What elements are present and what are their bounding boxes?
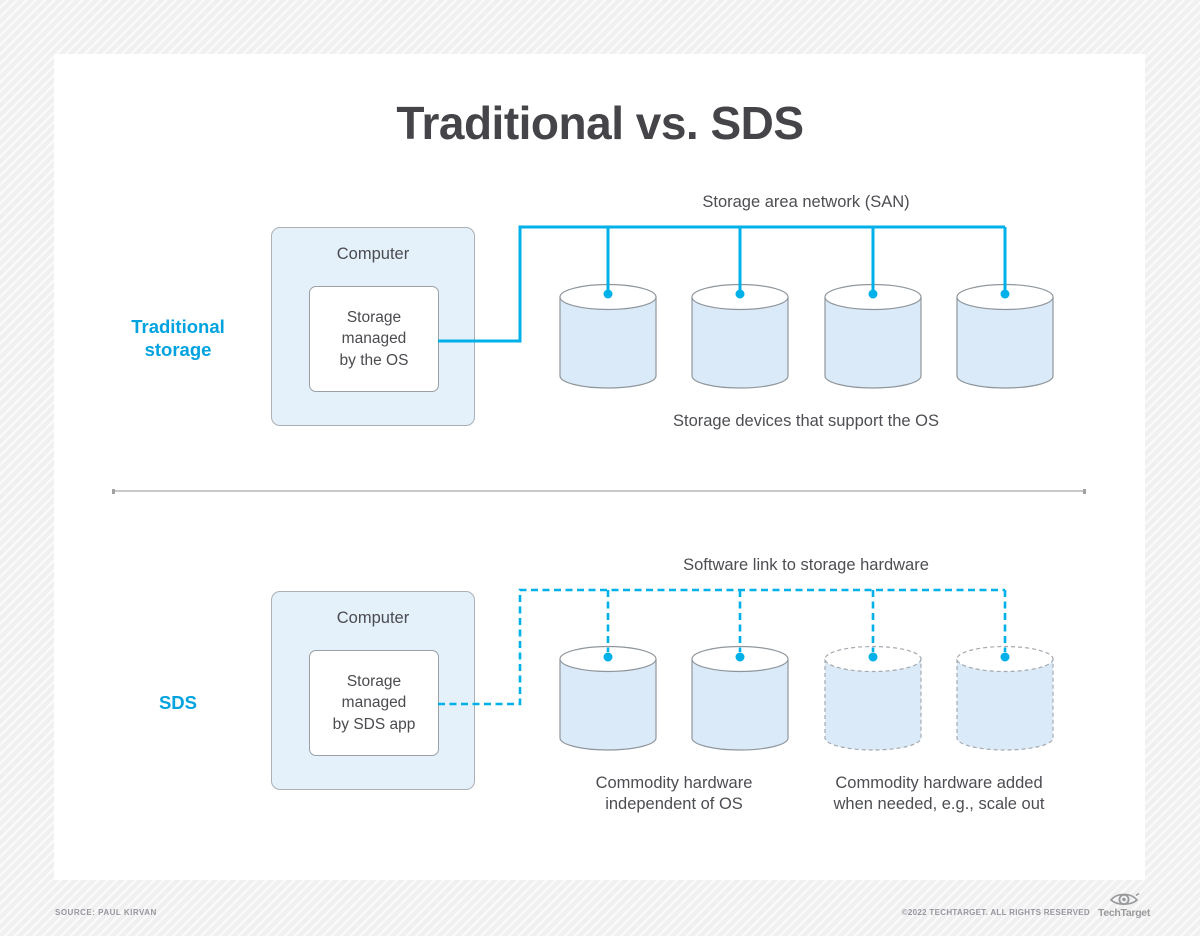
commodity-right-caption: Commodity hardware added when needed, e.… xyxy=(812,773,1066,815)
techtarget-eye-icon xyxy=(1109,892,1140,905)
divider-end-cap xyxy=(1083,488,1086,494)
storage-cylinder-solid xyxy=(691,283,789,391)
inner-box-line: managed xyxy=(341,330,407,348)
page-title: Traditional vs. SDS xyxy=(396,97,804,149)
traditional-storage-row-label: Traditional storage xyxy=(103,316,253,361)
inner-box-line: Storage xyxy=(346,672,402,690)
row-label-line: Traditional xyxy=(131,316,225,337)
storage-cylinder-dashed xyxy=(824,645,922,753)
cylinder-icon xyxy=(559,283,657,389)
cylinder-icon xyxy=(824,283,922,389)
storage-cylinder-solid xyxy=(559,645,657,753)
techtarget-logo: TechTarget xyxy=(1098,890,1150,926)
inner-box-line: Storage xyxy=(346,308,402,326)
inner-box-line: by SDS app xyxy=(332,715,416,733)
divider-end-cap xyxy=(112,488,115,494)
storage-managed-by-os-box: Storage managed by the OS xyxy=(309,286,439,392)
caption-line: when needed, e.g., scale out xyxy=(833,795,1045,814)
caption-line: independent of OS xyxy=(605,795,743,814)
storage-cylinder-dashed xyxy=(956,645,1054,753)
cylinder-icon xyxy=(691,283,789,389)
cylinder-dashed-icon xyxy=(956,645,1054,751)
storage-devices-caption: Storage devices that support the OS xyxy=(673,412,939,430)
caption-line: Commodity hardware added xyxy=(835,774,1043,792)
storage-cylinder-solid xyxy=(956,283,1054,391)
section-divider xyxy=(112,488,1086,494)
copyright-notice: ©2022 TECHTARGET. ALL RIGHTS RESERVED xyxy=(901,908,1090,917)
cylinder-icon xyxy=(956,283,1054,389)
storage-cylinder-solid xyxy=(824,283,922,391)
caption-line: Commodity hardware xyxy=(595,774,753,792)
inner-box-line: by the OS xyxy=(339,351,409,369)
techtarget-logo-text: TechTarget xyxy=(1098,907,1151,919)
computer-box-traditional: Computer Storage managed by the OS xyxy=(271,227,475,426)
inner-box-line: managed xyxy=(341,694,407,712)
computer-box-title: Computer xyxy=(336,245,410,263)
storage-cylinder-solid xyxy=(559,283,657,391)
computer-box-title: Computer xyxy=(336,609,410,627)
storage-cylinder-solid xyxy=(691,645,789,753)
commodity-left-caption: Commodity hardware independent of OS xyxy=(549,773,799,815)
storage-managed-by-sds-box: Storage managed by SDS app xyxy=(309,650,439,756)
software-link-caption: Software link to storage hardware xyxy=(683,556,929,574)
cylinder-icon xyxy=(691,645,789,751)
row-label-line: storage xyxy=(144,338,212,360)
sds-row-label: SDS xyxy=(158,692,198,713)
computer-box-sds: Computer Storage managed by SDS app xyxy=(271,591,475,790)
infographic-card xyxy=(54,54,1145,880)
source-credit: SOURCE: PAUL KIRVAN xyxy=(55,908,157,917)
cylinder-icon xyxy=(559,645,657,751)
san-caption: Storage area network (SAN) xyxy=(702,193,910,211)
cylinder-dashed-icon xyxy=(824,645,922,751)
